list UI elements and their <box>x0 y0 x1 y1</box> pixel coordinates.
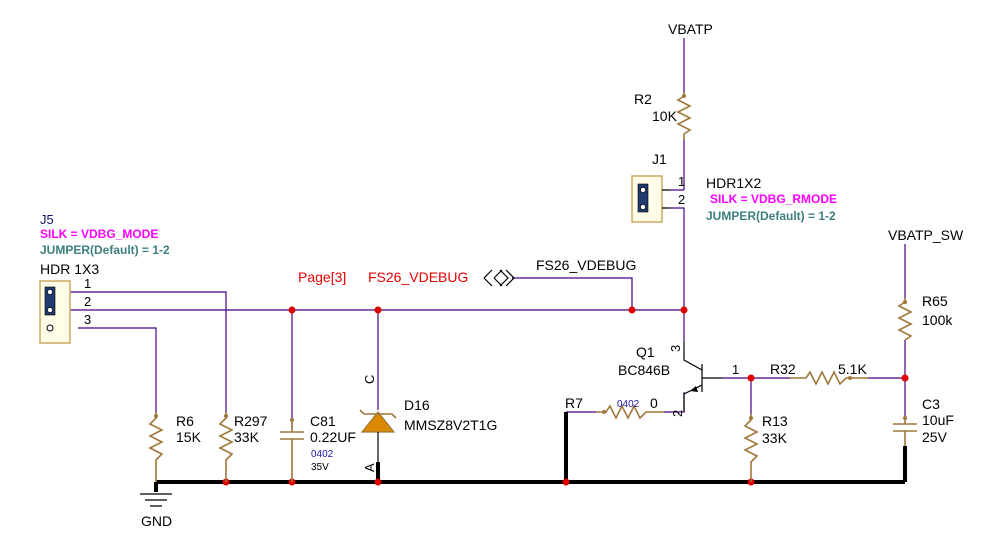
r32-value: 5.1K <box>838 361 867 377</box>
junction-dot <box>747 374 755 382</box>
resistor-r13: R13 33K <box>743 413 788 482</box>
wire-j1-q1 <box>670 207 685 342</box>
wire-offpage <box>512 277 633 310</box>
junction-dot <box>680 306 688 314</box>
transistor-q1: Q1 BC846B 1 2 3 <box>618 342 739 417</box>
junction-dot <box>288 306 296 314</box>
j5-part: HDR 1X3 <box>40 261 99 277</box>
resistor-r297: R297 33K <box>218 412 268 482</box>
junction-dot <box>374 478 382 486</box>
page-reference: Page[3] <box>298 269 346 285</box>
junction-dot <box>562 478 570 486</box>
r32-ref: R32 <box>770 361 796 377</box>
r6-value: 15K <box>176 429 202 445</box>
d16-anode-label: A <box>362 463 377 472</box>
r297-ref: R297 <box>234 413 268 429</box>
r2-ref: R2 <box>634 91 652 107</box>
r13-value: 33K <box>762 430 788 446</box>
c81-package: 0402 <box>311 449 334 460</box>
d16-ref: D16 <box>404 397 430 413</box>
offpage-connector-icon <box>483 269 515 287</box>
r2-value: 10K <box>652 108 678 124</box>
c3-value: 10uF <box>922 412 954 428</box>
j5-pin2-label: 2 <box>84 294 91 309</box>
c3-voltage: 25V <box>922 429 948 445</box>
wire-j5-pin1 <box>70 291 227 412</box>
c81-value: 0.22UF <box>310 429 356 445</box>
junction-dot <box>628 306 636 314</box>
r65-value: 100k <box>922 312 953 328</box>
resistor-r2: R2 10K <box>634 91 692 140</box>
c81-voltage: 35V <box>311 462 329 473</box>
j1-jumper-shunt <box>637 183 649 213</box>
junction-dot <box>374 306 382 314</box>
r13-ref: R13 <box>762 413 788 429</box>
wire-r2-j1 <box>670 140 685 191</box>
j1-pin1-label: 1 <box>678 174 685 189</box>
j5-ref: J5 <box>40 212 54 227</box>
ground-bus <box>154 412 907 492</box>
net-gnd: GND <box>141 513 172 529</box>
c3-ref: C3 <box>922 396 940 412</box>
q1-ref: Q1 <box>636 344 655 360</box>
r7-package: 0402 <box>617 399 640 410</box>
d16-part: MMSZ8V2T1G <box>404 417 497 433</box>
net-vbatp: VBATP <box>668 21 713 37</box>
r7-value: 0 <box>650 395 658 411</box>
net-fs26-vdebug: FS26_VDEBUG <box>536 257 636 273</box>
r6-ref: R6 <box>176 413 194 429</box>
wire-j5-pin3 <box>78 327 157 412</box>
j1-pin2-label: 2 <box>678 192 685 207</box>
j1-silk: SILK = VDBG_RMODE <box>710 192 837 206</box>
net-vbatp-sw: VBATP_SW <box>888 227 964 243</box>
q1-part: BC846B <box>618 362 670 378</box>
zener-diode-d16: D16 MMSZ8V2T1G C A <box>359 375 497 472</box>
resistor-r7: R7 0402 0 <box>565 395 664 420</box>
j5-pin1-label: 1 <box>84 276 91 291</box>
j5-jumper: JUMPER(Default) = 1-2 <box>40 243 170 257</box>
junction-dot <box>901 374 909 382</box>
j1-ref: J1 <box>652 151 667 167</box>
j1-jumper: JUMPER(Default) = 1-2 <box>706 209 836 223</box>
resistor-r65: R65 100k <box>897 293 953 341</box>
capacitor-c3: C3 10uF 25V <box>893 396 954 446</box>
net-fs26-vdebug-red: FS26_VDEBUG <box>368 269 468 285</box>
q1-pin2-label: 2 <box>670 410 685 417</box>
r297-value: 33K <box>234 429 260 445</box>
gnd-symbol <box>140 493 172 507</box>
d16-cathode-label: C <box>362 375 377 384</box>
j5-header: J5 SILK = VDBG_MODE JUMPER(Default) = 1-… <box>39 212 170 344</box>
j5-silk: SILK = VDBG_MODE <box>40 227 158 241</box>
q1-pin3-label: 3 <box>668 345 683 352</box>
resistor-r6: R6 15K <box>148 412 202 482</box>
capacitor-c81: C81 0.22UF 0402 35V <box>280 413 356 482</box>
j5-pin3-label: 3 <box>84 312 91 327</box>
c81-ref: C81 <box>310 413 336 429</box>
j1-part: HDR1X2 <box>706 175 761 191</box>
r65-ref: R65 <box>922 293 948 309</box>
resistor-r32: R32 5.1K <box>770 361 868 386</box>
r7-ref: R7 <box>565 395 583 411</box>
q1-pin1-label: 1 <box>732 362 739 377</box>
j5-jumper-shunt <box>44 286 56 316</box>
j1-header: J1 1 2 HDR1X2 SILK = VDBG_RMODE JUMPER(D… <box>631 151 837 223</box>
